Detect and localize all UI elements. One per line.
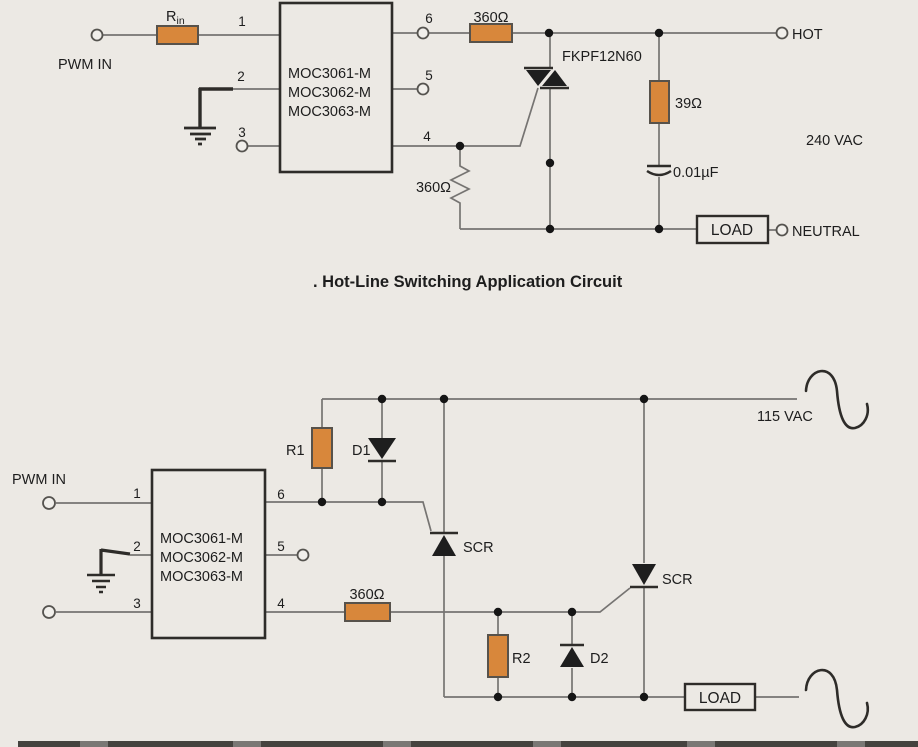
top-circuit: MOC3061-M MOC3062-M MOC3063-M LOAD: [58, 1, 863, 245]
r2-resistor: [487, 634, 509, 678]
r1-label: R1: [286, 443, 305, 459]
scr2: [630, 564, 658, 589]
optocoupler-ic-box: [278, 1, 394, 174]
snubber-capacitor: [646, 164, 672, 177]
pin6-label: 6: [277, 487, 285, 502]
bottom-circuit-wires: [56, 398, 799, 698]
scr2-label: SCR: [662, 572, 693, 588]
pwm-input-terminal: [90, 28, 104, 42]
ground-symbol: [184, 87, 233, 146]
ic-line-1: MOC3061-M: [288, 66, 371, 82]
pin5-label: 5: [277, 539, 285, 554]
pin3-terminal: [42, 605, 56, 619]
pin3-label: 3: [133, 596, 141, 611]
neutral-terminal: [775, 223, 789, 237]
supply-240vac-label: 240 VAC: [806, 133, 863, 149]
ground-symbol: [87, 548, 152, 594]
d1-label: D1: [352, 443, 371, 459]
figure-caption: . Hot-Line Switching Application Circuit: [313, 273, 623, 291]
pin5-label: 5: [425, 68, 433, 83]
snubber-resistor-39: [649, 80, 670, 124]
load-label: LOAD: [699, 690, 741, 707]
pin5-terminal: [296, 548, 310, 562]
ac-source-sine-top: [804, 369, 870, 430]
top-circuit-wires: [103, 32, 776, 231]
gate-resistor-label: 360Ω: [416, 180, 451, 196]
gate-resistor-label: 360Ω: [349, 587, 384, 603]
pin3-terminal: [235, 139, 249, 153]
ic-line-3: MOC3063-M: [160, 569, 243, 585]
series-resistor-label: 360Ω: [473, 10, 508, 26]
r2-label: R2: [512, 651, 531, 667]
optocoupler-ic-box: [150, 468, 267, 640]
gate-resistor-360: [344, 602, 391, 622]
gate-resistor-zigzag: [449, 146, 471, 229]
pin6-terminal: [416, 26, 430, 40]
hot-terminal: [775, 26, 789, 40]
pin6-label: 6: [425, 11, 433, 26]
snubber-resistor-label: 39Ω: [675, 96, 702, 112]
junction-dots: [317, 394, 649, 702]
ic-line-2: MOC3062-M: [160, 550, 243, 566]
cropped-bottom-strip: [18, 741, 918, 747]
r1-resistor: [311, 427, 333, 469]
ic-line-3: MOC3063-M: [288, 104, 371, 120]
load-box: [683, 682, 757, 712]
load-box: [695, 214, 770, 245]
pin3-label: 3: [238, 125, 246, 140]
ic-line-2: MOC3062-M: [288, 85, 371, 101]
pin4-label: 4: [423, 129, 431, 144]
pin4-label: 4: [277, 596, 285, 611]
junction-dots: [455, 28, 664, 234]
pin1-label: 1: [238, 14, 246, 29]
pin2-label: 2: [133, 539, 141, 554]
d2-label: D2: [590, 651, 609, 667]
hot-label: HOT: [792, 27, 823, 43]
snubber-capacitor-label: 0.01µF: [673, 165, 719, 181]
ac-source-sine-bottom: [804, 668, 870, 729]
triac-fkpf12n60: [524, 66, 569, 90]
pwm-in-label: PWM IN: [58, 57, 112, 73]
bottom-circuit: MOC3061-M MOC3062-M MOC3063-M LOAD: [12, 369, 870, 729]
pin1-terminal: [42, 496, 56, 510]
neutral-label: NEUTRAL: [792, 224, 860, 240]
scr1-label: SCR: [463, 540, 494, 556]
pin1-label: 1: [133, 486, 141, 501]
ic-line-1: MOC3061-M: [160, 531, 243, 547]
pin5-terminal: [416, 82, 430, 96]
pin2-label: 2: [237, 69, 245, 84]
supply-115vac-label: 115 VAC: [757, 409, 813, 425]
rin-resistor: [156, 25, 199, 45]
rin-label: Rin: [166, 9, 185, 27]
series-resistor-360: [469, 23, 513, 43]
d1-diode: [368, 438, 396, 463]
d2-diode: [560, 643, 584, 667]
load-label: LOAD: [711, 222, 753, 239]
scr1: [430, 531, 458, 556]
pwm-in-label: PWM IN: [12, 472, 66, 488]
triac-label: FKPF12N60: [562, 49, 642, 65]
